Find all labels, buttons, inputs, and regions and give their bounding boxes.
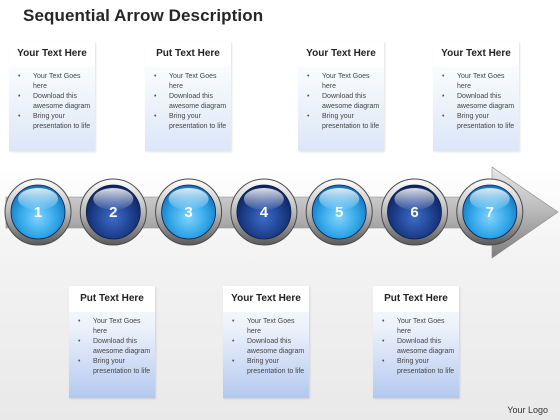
step-number: 1: [34, 204, 42, 221]
card-bullets: Your Text Goes here Download this awesom…: [69, 312, 155, 376]
step-node-7: 7: [456, 178, 524, 246]
bullet-item: Bring your presentation to life: [232, 357, 305, 376]
bullet-item: Your Text Goes here: [154, 72, 227, 91]
step-number: 4: [260, 204, 269, 221]
top-card-4: Your Text Here Your Text Goes here Downl…: [433, 41, 519, 151]
bullet-item: Download this awesome diagram: [154, 92, 227, 111]
bullet-item: Download this awesome diagram: [307, 92, 380, 111]
step-gloss: [469, 188, 510, 210]
bullet-item: Bring your presentation to life: [442, 112, 515, 131]
step-gloss: [319, 188, 360, 210]
card-heading: Put Text Here: [373, 286, 459, 312]
step-gloss: [168, 188, 209, 210]
bottom-card-1: Put Text Here Your Text Goes here Downlo…: [69, 286, 155, 398]
bullet-item: Bring your presentation to life: [382, 357, 455, 376]
bullet-item: Your Text Goes here: [18, 72, 91, 91]
step-number: 3: [184, 204, 192, 221]
step-node-3: 3: [155, 178, 223, 246]
bullet-item: Your Text Goes here: [442, 72, 515, 91]
bullet-item: Download this awesome diagram: [442, 92, 515, 111]
card-heading: Your Text Here: [433, 41, 519, 67]
card-heading: Put Text Here: [145, 41, 231, 67]
step-number: 7: [486, 204, 494, 221]
step-node-2: 2: [79, 178, 147, 246]
card-bullets: Your Text Goes here Download this awesom…: [298, 67, 384, 131]
page-title: Sequential Arrow Description: [23, 6, 264, 25]
card-heading: Your Text Here: [223, 286, 309, 312]
card-bullets: Your Text Goes here Download this awesom…: [145, 67, 231, 131]
bullet-item: Bring your presentation to life: [18, 112, 91, 131]
bullet-item: Bring your presentation to life: [78, 357, 151, 376]
steps-layer: 1 2 3 4 5 6 7: [4, 178, 524, 246]
step-node-6: 6: [381, 178, 448, 246]
bullet-item: Download this awesome diagram: [232, 337, 305, 356]
card-bullets: Your Text Goes here Download this awesom…: [433, 67, 519, 131]
card-bullets: Your Text Goes here Download this awesom…: [223, 312, 309, 376]
step-gloss: [243, 188, 284, 210]
step-node-4: 4: [230, 178, 298, 246]
bottom-card-2: Your Text Here Your Text Goes here Downl…: [223, 286, 309, 398]
bullet-item: Download this awesome diagram: [382, 337, 455, 356]
bullet-item: Your Text Goes here: [78, 317, 151, 336]
card-heading: Your Text Here: [9, 41, 95, 67]
bullet-item: Download this awesome diagram: [18, 92, 91, 111]
logo-text: Your Logo: [507, 405, 548, 415]
step-node-1: 1: [4, 178, 72, 246]
top-card-1: Your Text Here Your Text Goes here Downl…: [9, 41, 95, 151]
step-node-5: 5: [305, 178, 373, 246]
step-number: 6: [410, 204, 418, 221]
bullet-item: Your Text Goes here: [307, 72, 380, 91]
step-gloss: [18, 188, 58, 210]
card-bullets: Your Text Goes here Download this awesom…: [373, 312, 459, 376]
bullet-item: Bring your presentation to life: [154, 112, 227, 131]
step-gloss: [394, 188, 435, 210]
step-number: 5: [335, 204, 343, 221]
bullet-item: Your Text Goes here: [382, 317, 455, 336]
bullet-item: Bring your presentation to life: [307, 112, 380, 131]
bottom-card-3: Put Text Here Your Text Goes here Downlo…: [373, 286, 459, 398]
step-number: 2: [109, 204, 117, 221]
step-gloss: [93, 188, 134, 210]
bullet-item: Your Text Goes here: [232, 317, 305, 336]
top-card-3: Your Text Here Your Text Goes here Downl…: [298, 41, 384, 151]
card-bullets: Your Text Goes here Download this awesom…: [9, 67, 95, 131]
top-card-2: Put Text Here Your Text Goes here Downlo…: [145, 41, 231, 151]
card-heading: Put Text Here: [69, 286, 155, 312]
bullet-item: Download this awesome diagram: [78, 337, 151, 356]
card-heading: Your Text Here: [298, 41, 384, 67]
